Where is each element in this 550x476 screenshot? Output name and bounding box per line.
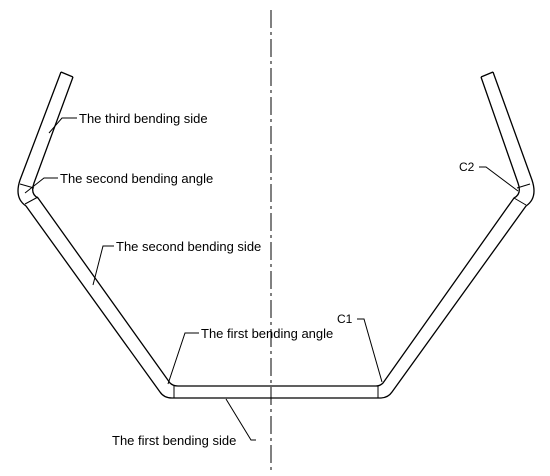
leader-second-side — [92, 245, 114, 286]
leader-c2 — [479, 166, 519, 192]
right-upper-tangent — [516, 183, 531, 189]
label-second-bending-side: The second bending side — [116, 239, 261, 254]
label-second-bending-angle: The second bending angle — [60, 171, 213, 186]
label-first-bending-angle: The first bending angle — [201, 326, 333, 341]
part-outer-contour — [17, 71, 535, 399]
part-inner-contour — [32, 76, 520, 387]
left-end-cap — [60, 71, 74, 78]
leader-c1 — [357, 318, 383, 383]
left-lower-tangent — [24, 196, 39, 205]
leader-second-angle — [24, 177, 58, 194]
label-c1: C1 — [337, 312, 353, 326]
label-third-bending-side: The third bending side — [79, 111, 208, 126]
leader-third-side — [48, 117, 77, 134]
label-c2: C2 — [459, 160, 475, 174]
right-end-cap — [480, 71, 494, 78]
leader-first-angle — [167, 332, 199, 385]
leader-first-side — [225, 398, 256, 441]
label-first-bending-side: The first bending side — [112, 433, 236, 448]
right-lower-tangent — [513, 197, 527, 206]
